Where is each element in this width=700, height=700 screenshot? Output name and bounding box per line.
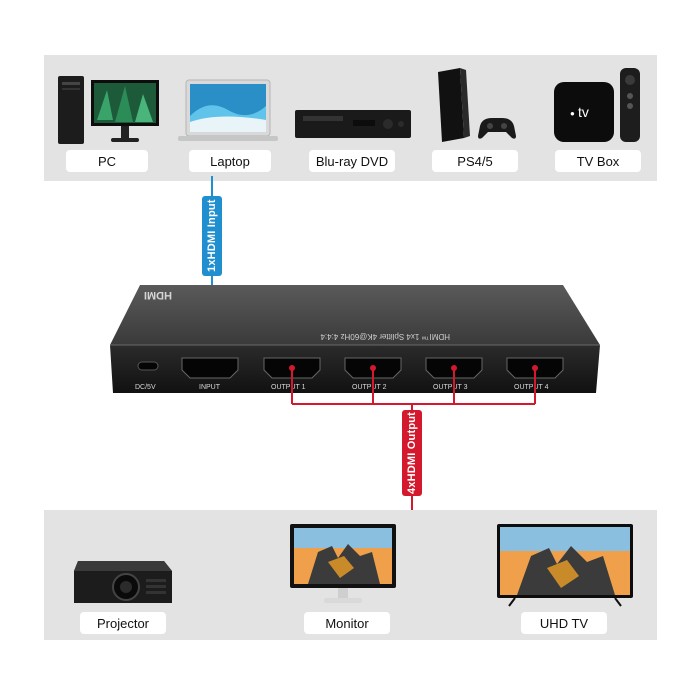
bluray-player-icon [295, 110, 411, 138]
port-label-output-4: OUTPUT 4 [514, 384, 549, 391]
source-label-pc: PC [66, 150, 148, 172]
game-console-icon [438, 68, 516, 142]
source-label-ps: PS4/5 [432, 150, 518, 172]
port-label-input: INPUT [199, 384, 221, 391]
device-model-text: HDMI™ 1x4 Splitter 4K@60Hz 4:4:4 [320, 332, 450, 341]
port-label-output-2: OUTPUT 2 [352, 384, 387, 391]
projector-icon [74, 561, 172, 603]
port-label-power: DC/5V [135, 384, 156, 391]
svg-text:●: ● [570, 109, 575, 118]
tv-box-logo-text: tv [578, 104, 589, 120]
display-label-uhd-tv: UHD TV [521, 612, 607, 634]
output-cable-label: 4xHDMI Output [402, 410, 422, 496]
uhd-tv-icon [497, 524, 633, 607]
laptop-icon [178, 79, 278, 141]
source-label-tvbox: TV Box [555, 150, 641, 172]
device-brand-logo: HDMI [144, 289, 172, 301]
port-label-output-3: OUTPUT 3 [433, 384, 468, 391]
display-label-monitor: Monitor [304, 612, 390, 634]
source-label-laptop: Laptop [189, 150, 271, 172]
source-label-bluray: Blu-ray DVD [309, 150, 395, 172]
tv-box-icon: ● tv [554, 68, 640, 142]
display-label-projector: Projector [80, 612, 166, 634]
pc-icon [58, 76, 159, 144]
port-label-output-1: OUTPUT 1 [271, 384, 306, 391]
monitor-icon [290, 524, 396, 603]
